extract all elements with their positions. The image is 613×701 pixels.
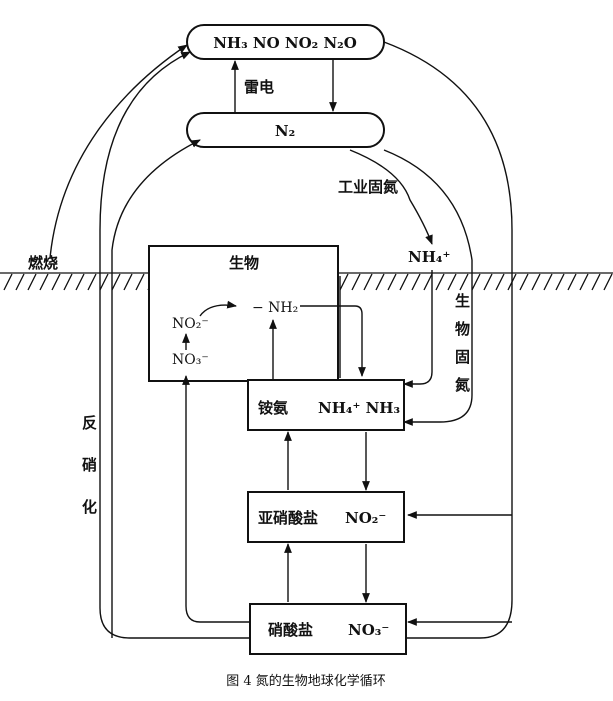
ground-hatch <box>423 273 433 291</box>
nh4-to-ammonium-arrow <box>403 270 433 388</box>
n2-pill <box>186 112 385 148</box>
denitrification-char-3: 化 <box>82 498 97 516</box>
ground-hatch <box>387 273 397 291</box>
bio-fixation-char-3: 固 <box>455 348 470 366</box>
ground-hatch <box>375 273 385 291</box>
denitrification-arrow-inner <box>111 139 201 638</box>
ground-hatch <box>51 273 61 291</box>
lightning-label: 雷电 <box>244 78 274 96</box>
right-outer-loop <box>383 41 513 639</box>
nitrate-box <box>249 603 407 655</box>
ground-hatch <box>543 273 553 291</box>
ground-hatch <box>135 273 145 291</box>
nh4-plus-label: NH₄⁺ <box>408 248 450 266</box>
bio-fixation-char-1: 生 <box>455 292 470 310</box>
ground-hatch <box>363 273 373 291</box>
organism-no3: NO₃⁻ <box>172 352 209 368</box>
ground-hatch <box>519 273 529 291</box>
no2-to-nh2-arrow <box>199 300 237 317</box>
nitrate-name: 硝酸盐 <box>268 621 313 639</box>
industrial-fixation-label: 工业固氮 <box>338 178 398 196</box>
nitrate-to-organism-arrow <box>182 375 250 623</box>
bio-fixation-char-4: 氮 <box>455 376 470 394</box>
ground-hatch <box>567 273 577 291</box>
ground-hatch <box>579 273 589 291</box>
ground-hatch <box>63 273 73 291</box>
atmospheric-compounds-text: NH₃ NO NO₂ N₂O <box>213 34 357 52</box>
nitrite-formula: NO₂⁻ <box>345 509 386 527</box>
organism-nh2: − NH₂ <box>252 300 298 316</box>
ground-hatch <box>555 273 565 291</box>
ammonium-box <box>247 379 405 431</box>
ground-hatch <box>87 273 97 291</box>
bio-fixation-arrow <box>383 149 473 426</box>
ammonium-name: 铵氨 <box>258 399 288 417</box>
ground-hatch <box>531 273 541 291</box>
ground-hatch <box>339 273 349 291</box>
ground-hatch <box>603 273 613 291</box>
organism-box <box>148 245 339 382</box>
ground-hatch <box>447 273 457 291</box>
ground-hatch <box>123 273 133 291</box>
denitrification-char-1: 反 <box>82 414 97 432</box>
n2-text: N₂ <box>275 122 295 140</box>
figure-caption: 图 4 氮的生物地球化学循环 <box>226 673 386 689</box>
ground-hatch <box>435 273 445 291</box>
ground-hatch <box>27 273 37 291</box>
nitrate-formula: NO₃⁻ <box>348 621 389 639</box>
nh2-to-ammonium-arrow <box>300 305 366 377</box>
ground-hatch <box>399 273 409 291</box>
ground-hatch <box>351 273 361 291</box>
nitrite-box <box>247 491 405 543</box>
industrial-fixation-arrow <box>349 149 433 245</box>
bio-fixation-char-2: 物 <box>455 320 470 338</box>
ground-hatch <box>459 273 469 291</box>
ground-hatch <box>15 273 25 291</box>
organism-no2: NO₂⁻ <box>172 316 209 332</box>
ground-hatch <box>3 273 13 291</box>
ground-hatch <box>99 273 109 291</box>
ground-hatch <box>495 273 505 291</box>
ground-hatch <box>483 273 493 291</box>
nitrite-name: 亚硝酸盐 <box>258 509 318 527</box>
ground-hatch <box>39 273 49 291</box>
ground-hatch <box>411 273 421 291</box>
ground-hatch <box>75 273 85 291</box>
organism-title: 生物 <box>229 254 259 272</box>
combustion-label: 燃烧 <box>28 254 58 272</box>
ground-hatch <box>471 273 481 291</box>
ground-hatch <box>591 273 601 291</box>
denitrification-char-2: 硝 <box>82 456 97 474</box>
ground-hatch <box>111 273 121 291</box>
combustion-arrow <box>49 44 188 259</box>
ammonium-formula: NH₄⁺ NH₃ <box>318 399 400 417</box>
